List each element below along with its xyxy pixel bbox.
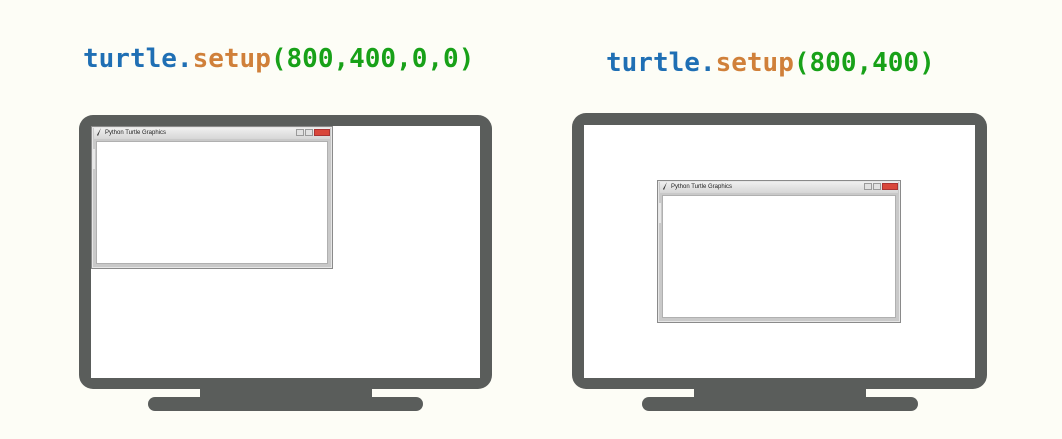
close-icon[interactable] bbox=[882, 183, 898, 190]
left-turtle-window-title: Python Turtle Graphics bbox=[105, 130, 167, 136]
left-code-args: 800,400,0,0 bbox=[286, 44, 459, 74]
right-code-function: setup bbox=[715, 48, 794, 78]
left-turtle-window-titlebar: Python Turtle Graphics bbox=[94, 128, 330, 139]
right-turtle-window: Python Turtle Graphics bbox=[657, 180, 901, 323]
left-code-dot: . bbox=[176, 44, 193, 74]
left-code-close-paren: ) bbox=[458, 44, 475, 74]
left-monitor-neck bbox=[200, 386, 372, 400]
turtle-feather-icon bbox=[97, 128, 101, 137]
left-turtle-scroll-edge bbox=[93, 149, 95, 169]
close-icon[interactable] bbox=[314, 129, 330, 136]
left-monitor-base bbox=[148, 397, 423, 411]
right-code-open-paren: ( bbox=[793, 48, 810, 78]
minimize-icon[interactable] bbox=[864, 183, 872, 190]
left-turtle-window: Python Turtle Graphics bbox=[91, 126, 333, 269]
right-code-args: 800,400 bbox=[809, 48, 920, 78]
left-turtle-canvas bbox=[96, 141, 328, 264]
turtle-feather-icon bbox=[663, 182, 667, 191]
right-turtle-window-buttons bbox=[864, 183, 898, 190]
minimize-icon[interactable] bbox=[296, 129, 304, 136]
right-code-dot: . bbox=[699, 48, 716, 78]
right-code-module: turtle bbox=[606, 48, 700, 78]
right-turtle-canvas bbox=[662, 195, 896, 318]
left-turtle-window-buttons bbox=[296, 129, 330, 136]
maximize-icon[interactable] bbox=[305, 129, 313, 136]
left-code-function: setup bbox=[192, 44, 271, 74]
maximize-icon[interactable] bbox=[873, 183, 881, 190]
left-code-open-paren: ( bbox=[270, 44, 287, 74]
right-turtle-window-titlebar: Python Turtle Graphics bbox=[660, 182, 898, 193]
right-code-close-paren: ) bbox=[919, 48, 935, 78]
right-turtle-window-title: Python Turtle Graphics bbox=[671, 184, 733, 190]
left-code-module: turtle bbox=[83, 44, 177, 74]
right-code-label: turtle.setup(800,400) bbox=[606, 48, 935, 78]
right-monitor-base bbox=[642, 397, 918, 411]
right-turtle-scroll-edge bbox=[659, 203, 661, 223]
right-monitor-neck bbox=[694, 386, 866, 400]
left-code-label: turtle.setup(800,400,0,0) bbox=[83, 44, 474, 74]
